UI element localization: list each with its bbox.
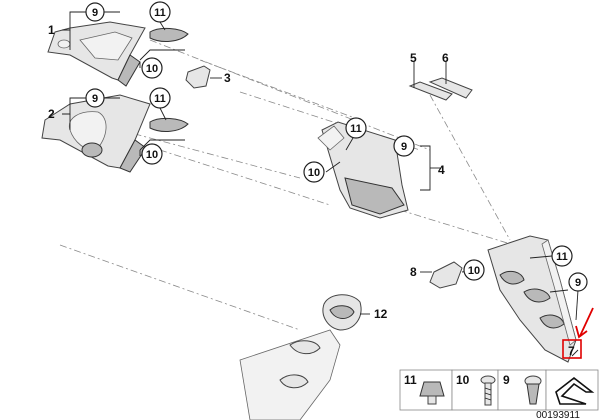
svg-text:10: 10 [146,63,158,75]
label-part-6: 6 [442,51,449,65]
label-part-7: 7 [568,344,575,358]
svg-text:11: 11 [154,93,166,105]
svg-text:9: 9 [575,277,581,289]
legend-number-9: 9 [503,373,510,387]
clip-11-base [427,395,437,405]
part-12-cap [322,294,362,331]
svg-text:9: 9 [92,93,98,105]
callout-10-part7: 10 [463,259,485,281]
part-1-pillar-trim [47,21,146,87]
assembly-guide-lines [59,39,531,331]
callout-10-part2: 10 [141,143,163,165]
legend-number-11: 11 [404,373,417,387]
part-4-pillar-cover [317,121,409,219]
direction-arrow-icon [555,376,595,405]
label-part-2: 2 [48,107,55,121]
label-part-8: 8 [410,265,417,279]
clip-11-top [149,27,189,42]
label-part-5: 5 [410,51,417,65]
svg-text:9: 9 [401,141,407,153]
part-3-clip [185,65,211,89]
rivet-9-icon [524,375,542,405]
highlight-box [562,339,582,359]
svg-text:11: 11 [556,251,568,263]
callout-10-part4: 10 [303,161,325,183]
legend-number-10: 10 [456,373,470,387]
callout-9-part1: 9 [85,2,105,22]
label-part-12: 12 [374,307,388,321]
document-id: 00193911 [536,410,580,420]
fastener-legend: 11 10 9 00193911 [399,369,599,420]
svg-text:10: 10 [468,265,480,277]
leader-lines [62,11,579,357]
svg-text:11: 11 [350,123,362,135]
svg-text:10: 10 [308,167,320,179]
label-part-1: 1 [48,23,55,37]
screw-10-icon [480,375,496,406]
svg-text:10: 10 [146,149,158,161]
callout-9-part7: 9 [568,272,588,292]
label-part-3: 3 [224,71,231,85]
callout-9-part2: 9 [85,88,105,108]
callout-11-part1: 11 [149,1,171,23]
callout-10-part1: 10 [141,57,163,79]
svg-text:9: 9 [92,7,98,19]
svg-text:11: 11 [154,7,166,19]
callout-circles: 9 11 10 9 11 10 11 10 [85,1,588,292]
part-number-labels: 1 2 3 4 5 6 7 8 12 [48,23,575,358]
highlight-arrow [579,307,594,337]
large-trim-panel [239,329,341,420]
part-7-lower-trim [487,235,577,363]
callout-9-part4: 9 [393,135,415,157]
part-2-pillar-trim [41,94,151,173]
part-6-strip [428,77,473,99]
label-part-4: 4 [438,163,445,177]
callout-11-part7: 11 [551,245,573,267]
part-8-piece [429,261,463,289]
highlight-arrowhead [575,325,588,339]
part-5-strip [408,81,453,101]
highlight-part-7 [562,307,594,359]
callout-11-part4: 11 [345,117,367,139]
clip-11-second [149,117,189,132]
callout-11-part2: 11 [149,87,171,109]
clip-11-icon [419,381,445,397]
